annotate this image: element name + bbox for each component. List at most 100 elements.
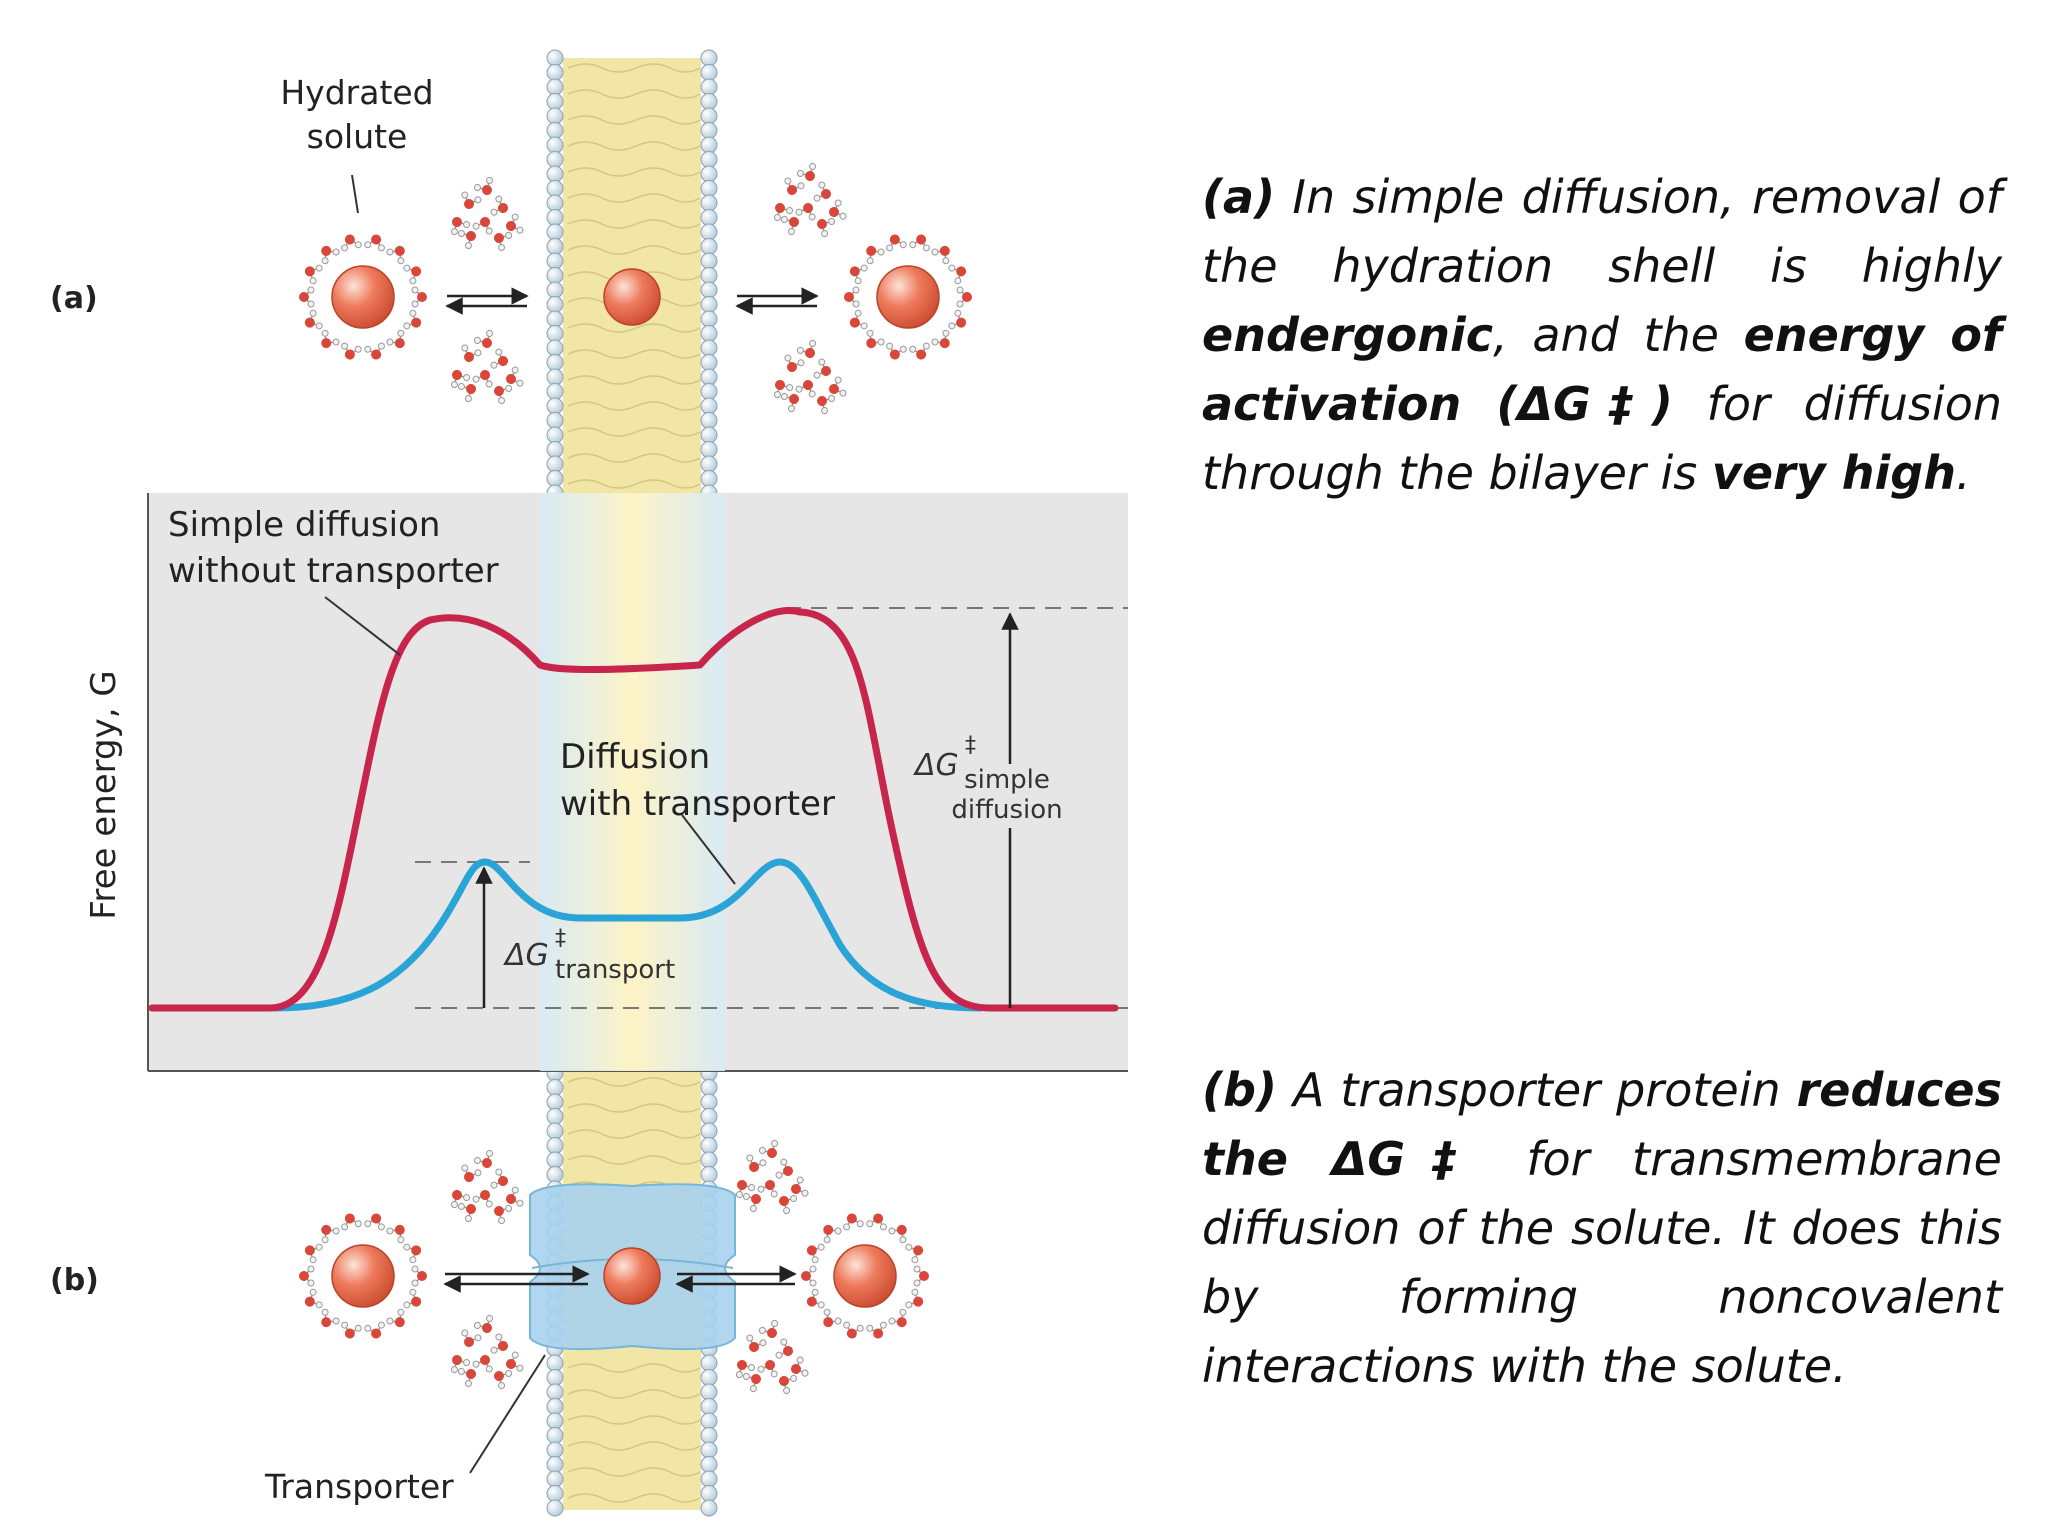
water-molecule xyxy=(457,229,476,250)
dg-simple-label-backing xyxy=(955,764,1070,828)
lipid-head xyxy=(700,281,718,299)
water-molecule xyxy=(795,203,816,221)
water-cluster xyxy=(450,1149,524,1225)
water-molecule xyxy=(784,354,805,372)
transporter-label: Transporter xyxy=(264,1467,454,1506)
water-cluster xyxy=(450,329,524,405)
water-molecule xyxy=(341,1213,362,1231)
water-molecule xyxy=(341,342,362,360)
water-molecule xyxy=(494,1204,513,1225)
lipid-tail xyxy=(567,1129,701,1139)
caption-a-run: . xyxy=(1955,446,1971,500)
lipid-head xyxy=(546,252,564,270)
lipid-tail xyxy=(567,115,701,125)
water-molecule xyxy=(386,1224,405,1244)
water-molecule xyxy=(364,1321,385,1339)
lipid-head xyxy=(546,1151,564,1169)
panel-label-a: (a) xyxy=(50,281,98,316)
lipid-head xyxy=(700,93,718,110)
water-molecule xyxy=(801,1265,817,1287)
water-molecule xyxy=(304,264,323,285)
water-molecule xyxy=(386,329,405,349)
water-molecule xyxy=(304,1288,323,1309)
lipid-head xyxy=(546,1427,564,1444)
lipid-head xyxy=(546,397,564,415)
lipid-head xyxy=(546,1485,564,1502)
water-molecule xyxy=(780,392,799,413)
lipid-tail xyxy=(567,1077,701,1087)
water-molecule xyxy=(913,1265,929,1287)
water-molecule xyxy=(299,286,315,308)
transport-label-leader xyxy=(681,814,736,885)
water-molecule xyxy=(341,234,362,252)
caption-a-run: energy of activation (ΔG‡) xyxy=(1202,308,2003,431)
lipid-head xyxy=(546,107,564,125)
lipid-head xyxy=(546,1441,564,1459)
lipid-head xyxy=(546,1166,564,1183)
water-molecule xyxy=(823,1308,842,1328)
lipid-tail xyxy=(567,63,701,73)
water-molecule xyxy=(746,1334,767,1352)
water-molecule xyxy=(450,370,471,389)
lipid-head xyxy=(546,1108,564,1125)
water-cluster xyxy=(450,1314,524,1390)
water-molecule xyxy=(888,1308,907,1328)
water-molecule xyxy=(948,264,967,285)
water-molecule xyxy=(461,1164,482,1182)
lipid-head xyxy=(546,412,564,429)
water-molecule xyxy=(791,1356,809,1377)
simple-label-leader xyxy=(324,596,401,656)
lipid-head xyxy=(546,223,564,241)
lipid-head xyxy=(546,1354,564,1372)
water-molecule xyxy=(784,177,805,195)
lipid-head xyxy=(700,136,718,154)
water-molecule xyxy=(403,309,422,330)
water-molecule xyxy=(948,309,967,330)
water-molecule xyxy=(866,1213,887,1231)
transport-curve xyxy=(271,858,984,1012)
lipid-head xyxy=(700,325,718,342)
lipid-head xyxy=(546,339,564,357)
lipid-head xyxy=(546,267,564,284)
water-molecule xyxy=(735,1180,756,1199)
lipid-tail xyxy=(567,89,701,99)
water-molecule xyxy=(364,342,385,360)
lipid-head xyxy=(700,238,718,255)
lipid-tail xyxy=(567,349,701,359)
simple-diffusion-curve xyxy=(148,607,1119,1012)
water-cluster xyxy=(773,162,847,238)
lipid-head xyxy=(546,64,564,81)
lipid-head xyxy=(546,1456,564,1473)
water-molecule xyxy=(956,286,972,308)
caption-a-run: (a) xyxy=(1202,170,1276,224)
water-molecule xyxy=(829,376,847,397)
solute-ion xyxy=(844,234,972,360)
lipid-head xyxy=(700,441,718,458)
water-molecule xyxy=(742,1192,761,1213)
lipid-head xyxy=(700,354,718,371)
water-molecule xyxy=(773,203,794,222)
caption-b-run: for transmembrane diffusion of the solut… xyxy=(1202,1132,2002,1393)
water-molecule xyxy=(866,1321,887,1339)
lipid-head xyxy=(700,1456,718,1473)
lipid-head xyxy=(700,1427,718,1444)
lipid-head xyxy=(546,281,564,299)
water-molecule xyxy=(494,231,513,252)
water-molecule xyxy=(779,1194,798,1215)
caption-a-run: In simple diffusion, removal of the hydr… xyxy=(1202,170,2002,293)
lipid-head xyxy=(546,455,564,473)
water-cluster xyxy=(450,176,524,252)
lipid-head xyxy=(546,165,564,183)
water-molecule xyxy=(299,1265,315,1287)
solute-ion xyxy=(603,1247,661,1305)
water-cluster xyxy=(735,1139,809,1215)
lipid-head xyxy=(700,1369,718,1386)
water-cluster xyxy=(773,339,847,415)
lipid-head xyxy=(700,412,718,429)
caption-b: (b) A transporter protein reduces the ΔG… xyxy=(1202,1056,2002,1401)
lipid-head xyxy=(700,1093,718,1111)
water-molecule xyxy=(490,348,508,369)
